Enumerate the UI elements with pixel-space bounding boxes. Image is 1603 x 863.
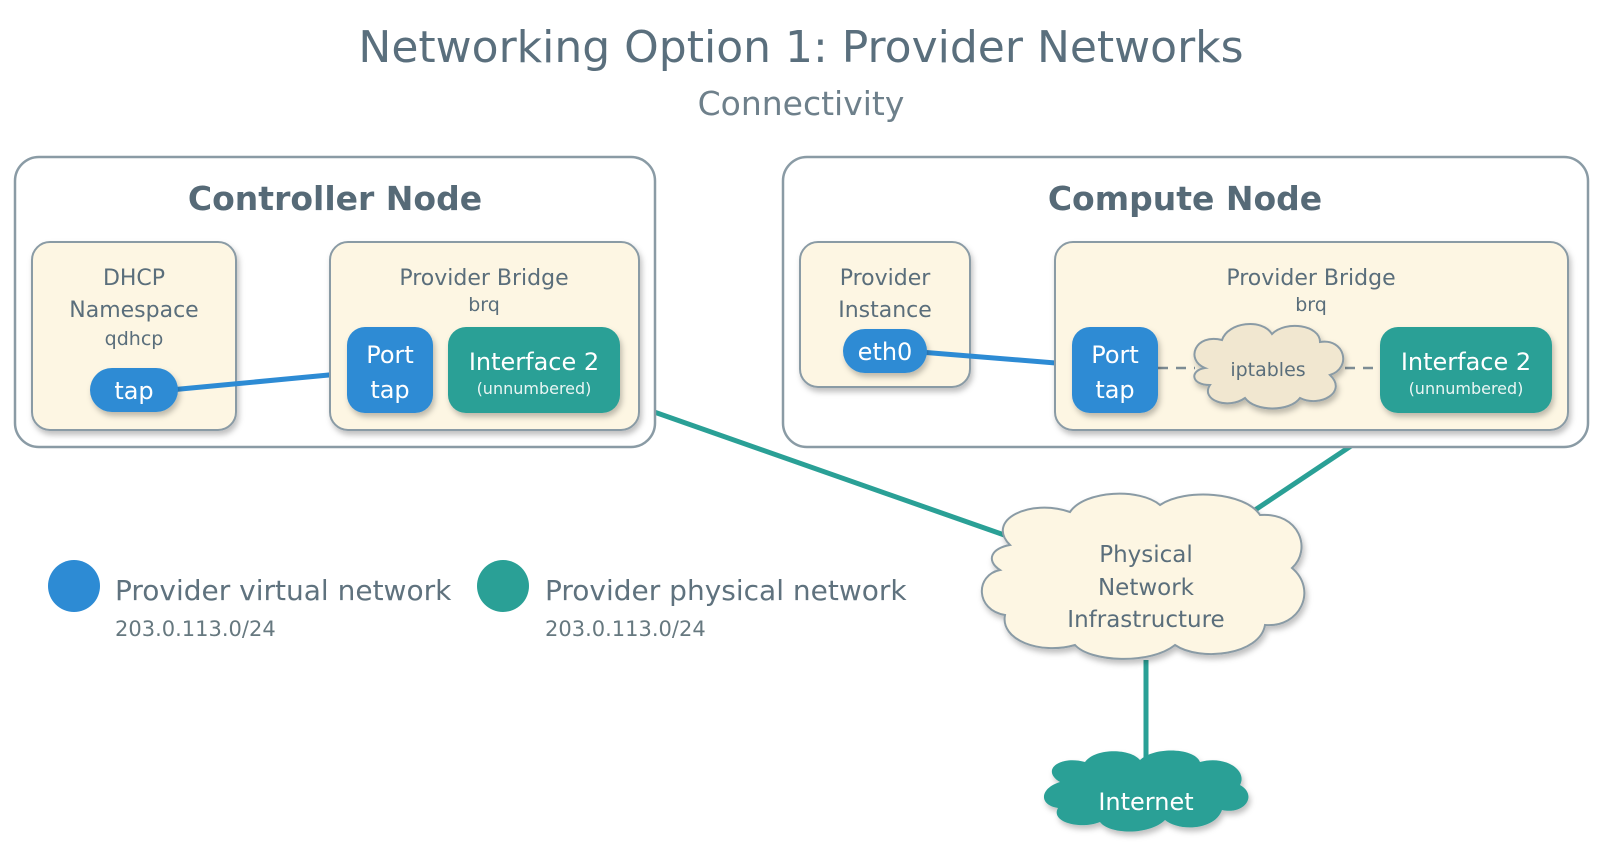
controller-node: Controller Node DHCP Namespace qdhcp tap…	[13, 155, 657, 449]
dhcp-tap: tap	[90, 368, 178, 412]
controller-iface-sub: (unnumbered)	[477, 379, 592, 398]
dhcp-label-3: qdhcp	[105, 328, 164, 350]
compute-node: Compute Node Provider Instance eth0 Prov…	[781, 155, 1590, 449]
legend-physical-swatch	[477, 560, 529, 612]
instance-label-2: Instance	[838, 298, 932, 323]
controller-iface-label: Interface 2	[469, 348, 599, 376]
diagram-title: Networking Option 1: Provider Networks	[358, 22, 1243, 73]
legend-virtual-label: Provider virtual network	[115, 574, 452, 607]
instance-label-1: Provider	[840, 266, 932, 291]
diagram-subtitle: Connectivity	[698, 84, 905, 123]
compute-bridge-sub: brq	[1295, 294, 1327, 316]
physical-link-controller	[639, 404, 1011, 540]
internet-cloud: Internet	[1043, 750, 1249, 832]
compute-iface-label: Interface 2	[1401, 348, 1531, 376]
dhcp-label-1: DHCP	[103, 266, 165, 291]
iptables-label: iptables	[1230, 359, 1305, 381]
legend: Provider virtual network 203.0.113.0/24 …	[48, 560, 907, 641]
compute-provider-bridge: Provider Bridge brq Port tap iptables In…	[1054, 241, 1569, 431]
legend-physical-label: Provider physical network	[545, 574, 907, 607]
physical-label-3: Infrastructure	[1067, 607, 1224, 633]
compute-interface-2: Interface 2 (unnumbered)	[1380, 327, 1552, 413]
legend-virtual-subnet: 203.0.113.0/24	[115, 617, 276, 641]
compute-bridge-title: Provider Bridge	[1226, 266, 1395, 291]
dhcp-label-2: Namespace	[69, 298, 198, 323]
controller-interface-2: Interface 2 (unnumbered)	[448, 327, 620, 413]
compute-node-title: Compute Node	[1048, 179, 1322, 218]
compute-tap-label: tap	[1095, 376, 1134, 404]
compute-port-tap: Port tap	[1072, 327, 1158, 413]
instance-eth0: eth0	[843, 329, 927, 373]
physical-label-2: Network	[1098, 575, 1195, 601]
controller-provider-bridge: Provider Bridge brq Port tap Interface 2…	[329, 241, 640, 431]
compute-port-label: Port	[1091, 341, 1139, 369]
dhcp-namespace: DHCP Namespace qdhcp	[31, 241, 237, 431]
physical-network-cloud: Physical Network Infrastructure	[980, 492, 1306, 660]
controller-tap-label: tap	[370, 376, 409, 404]
controller-bridge-title: Provider Bridge	[399, 266, 568, 291]
compute-iface-sub: (unnumbered)	[1409, 379, 1524, 398]
iptables-cloud: iptables	[1193, 322, 1345, 410]
legend-physical-subnet: 203.0.113.0/24	[545, 617, 706, 641]
dhcp-tap-label: tap	[114, 377, 153, 405]
controller-node-title: Controller Node	[188, 179, 482, 218]
legend-virtual: Provider virtual network 203.0.113.0/24	[48, 560, 452, 641]
physical-label-1: Physical	[1099, 542, 1193, 568]
virtual-link-controller	[169, 370, 351, 393]
eth0-label: eth0	[858, 338, 913, 366]
virtual-link-compute	[919, 349, 1081, 368]
legend-physical: Provider physical network 203.0.113.0/24	[477, 560, 907, 641]
controller-bridge-sub: brq	[468, 294, 500, 316]
legend-virtual-swatch	[48, 560, 100, 612]
internet-label: Internet	[1098, 788, 1193, 816]
controller-port-label: Port	[366, 341, 414, 369]
controller-port-tap: Port tap	[347, 327, 433, 413]
